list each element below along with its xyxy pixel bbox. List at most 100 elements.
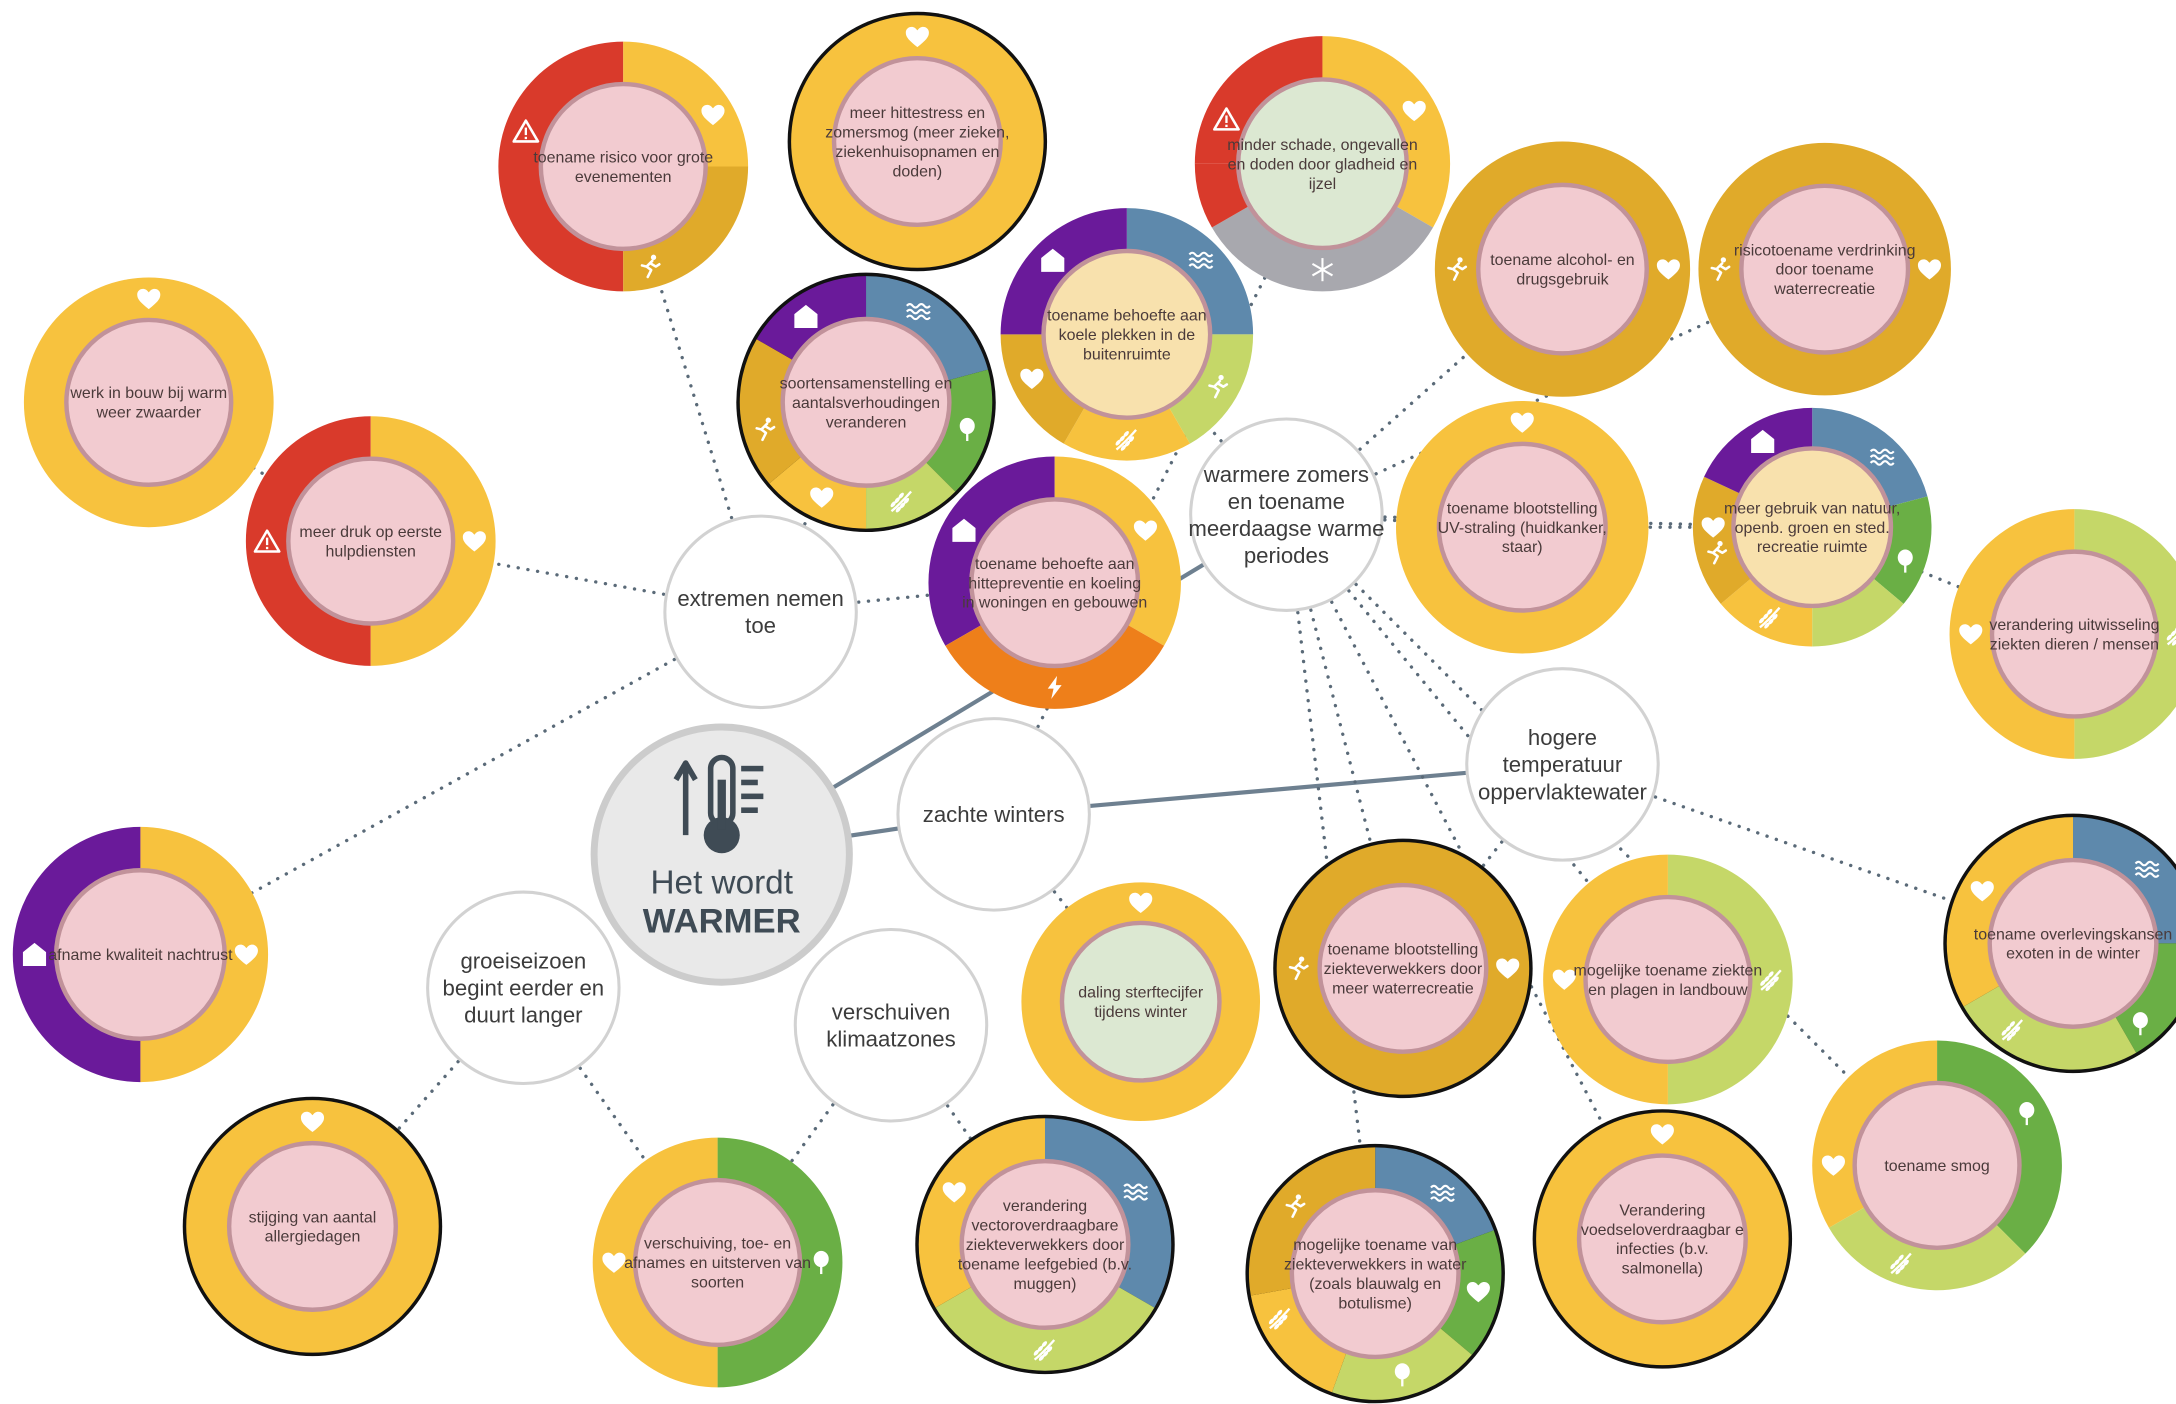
ring-segment-darkyellow [1248,1147,1376,1296]
connection-line [1284,513,1377,1276]
heart-icon [810,487,834,508]
ring-segment-lightgreen [1812,577,1904,647]
agriculture-icon [1759,606,1781,629]
tree-icon [1897,549,1913,573]
heart-icon [462,531,486,552]
effect-inner-disc [831,55,1003,228]
ring-segment-green [717,1137,843,1388]
center-title-line1: Het wordt [651,864,793,901]
ring-segment-purple [12,826,141,1083]
ring-segment-blue [1812,407,1928,507]
ring-segment-yellow [23,277,274,528]
ring-segment-blue [1126,208,1254,335]
agriculture-icon [1033,1339,1056,1361]
agriculture-icon [1760,969,1782,992]
ring-segment-darkyellow [1698,142,1951,396]
factor-label: zachte winters [923,802,1065,827]
ring-segment-yellow [1021,882,1261,1121]
heart-icon [300,1111,325,1133]
effect-inner-disc [53,868,227,1041]
ring-segment-green [2114,943,2176,1053]
heart-icon [1402,100,1426,122]
water-icon [1188,251,1214,269]
water-icon [906,303,931,321]
warning-icon [512,119,540,143]
ring-segment-lightgreen [1667,854,1793,1105]
heart-icon [1510,412,1534,433]
house-icon [1751,429,1775,453]
effect-inner-disc [969,497,1141,669]
effect-inner-disc [1739,183,1911,355]
ring-segment-yellow [623,41,749,167]
effect-label: afname kwaliteit nachtrust [48,947,233,964]
effect-inner-disc [1041,248,1213,420]
effect-inner-disc [1583,894,1753,1065]
warning-icon [253,529,281,553]
factor-circle [1189,417,1384,612]
ring-segment-yellow [1720,577,1813,647]
energy-icon [1047,675,1062,700]
house-icon [794,304,818,329]
ring-segment-darkyellow [623,166,749,292]
recreation-icon [640,254,661,279]
effect-inner-disc [1059,920,1222,1083]
heart-icon [1821,1155,1845,1176]
ring-segment-darkyellow [1434,141,1691,397]
effect-inner-disc [1436,441,1608,613]
ring-segment-lightgreen [1168,334,1254,444]
ring-segment-blue [1375,1147,1494,1246]
effect-inner-disc [1317,882,1489,1054]
heart-icon [701,104,725,126]
effect-label: meer gebruik van natuur,openb. groen en … [1724,500,1900,556]
heart-icon [1970,881,1994,902]
recreation-icon [1208,374,1229,399]
heart-icon [1466,1281,1490,1303]
center-circle [590,723,853,986]
ring-segment-yellow [1536,1112,1789,1366]
heart-icon [137,288,161,310]
ring-segment-green [1872,496,1932,604]
agriculture-icon [1268,1307,1291,1330]
agriculture-icon [1115,429,1137,451]
tree-icon [813,1250,829,1275]
ring-segment-darkyellow [1692,476,1752,604]
connection-line [521,986,720,1265]
agriculture-icon [2001,1019,2024,1041]
ring-segment-red [498,41,624,292]
agriculture-icon [890,490,912,513]
effect-inner-disc [1576,1153,1748,1325]
recreation-icon [1288,956,1309,981]
effect-inner-disc [286,456,456,626]
heart-icon [1133,520,1158,541]
factor-circle [1465,667,1660,862]
effect-inner-disc [1852,1080,2022,1251]
connection-line [369,539,763,614]
thermometer-rising-icon [673,754,764,854]
effect-inner-disc [226,1140,399,1312]
factor-circle [663,514,858,710]
